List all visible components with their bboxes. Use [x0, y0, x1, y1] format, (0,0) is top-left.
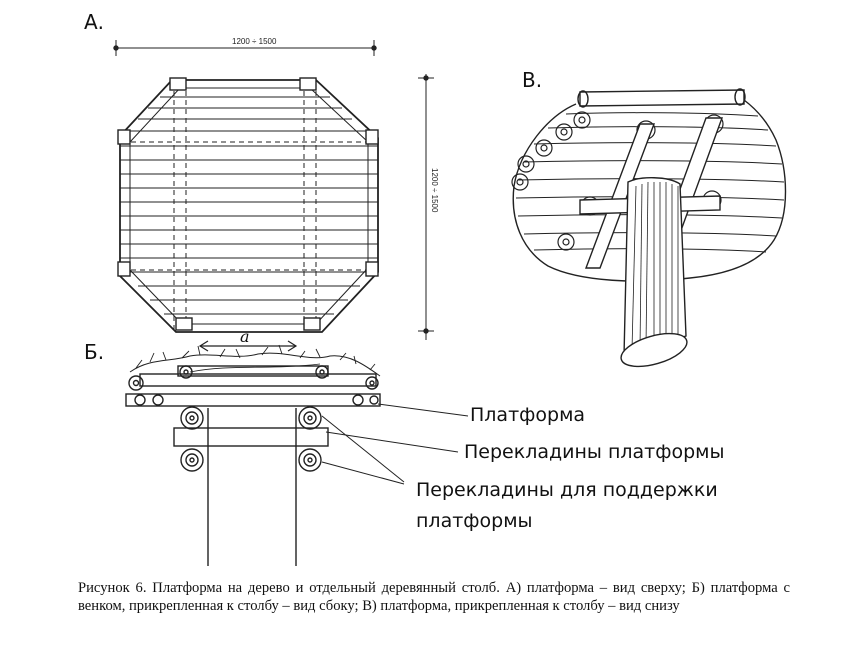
dimension-height-label: 1200 ÷ 1500 — [430, 168, 439, 213]
callout-support-crossbars-line1: Перекладины для поддержки — [416, 479, 718, 501]
callout-support-crossbars-line2: платформы — [416, 510, 533, 532]
spacing-dimension-label: a — [240, 327, 250, 346]
dimension-width-label: 1200 ÷ 1500 — [232, 37, 277, 46]
panel-b-side-view — [125, 340, 469, 566]
panel-a-top-view — [113, 40, 434, 340]
callout-platform-crossbars: Перекладины платформы — [464, 441, 725, 463]
callout-platform: Платформа — [470, 404, 586, 426]
panel-v-letter: В. — [522, 68, 543, 92]
panel-a-letter: А. — [84, 10, 105, 34]
panel-b-letter: Б. — [84, 340, 105, 364]
figure-caption: Рисунок 6. Платформа на дерево и отдельн… — [78, 580, 790, 614]
panel-v-bottom-view — [511, 88, 787, 368]
